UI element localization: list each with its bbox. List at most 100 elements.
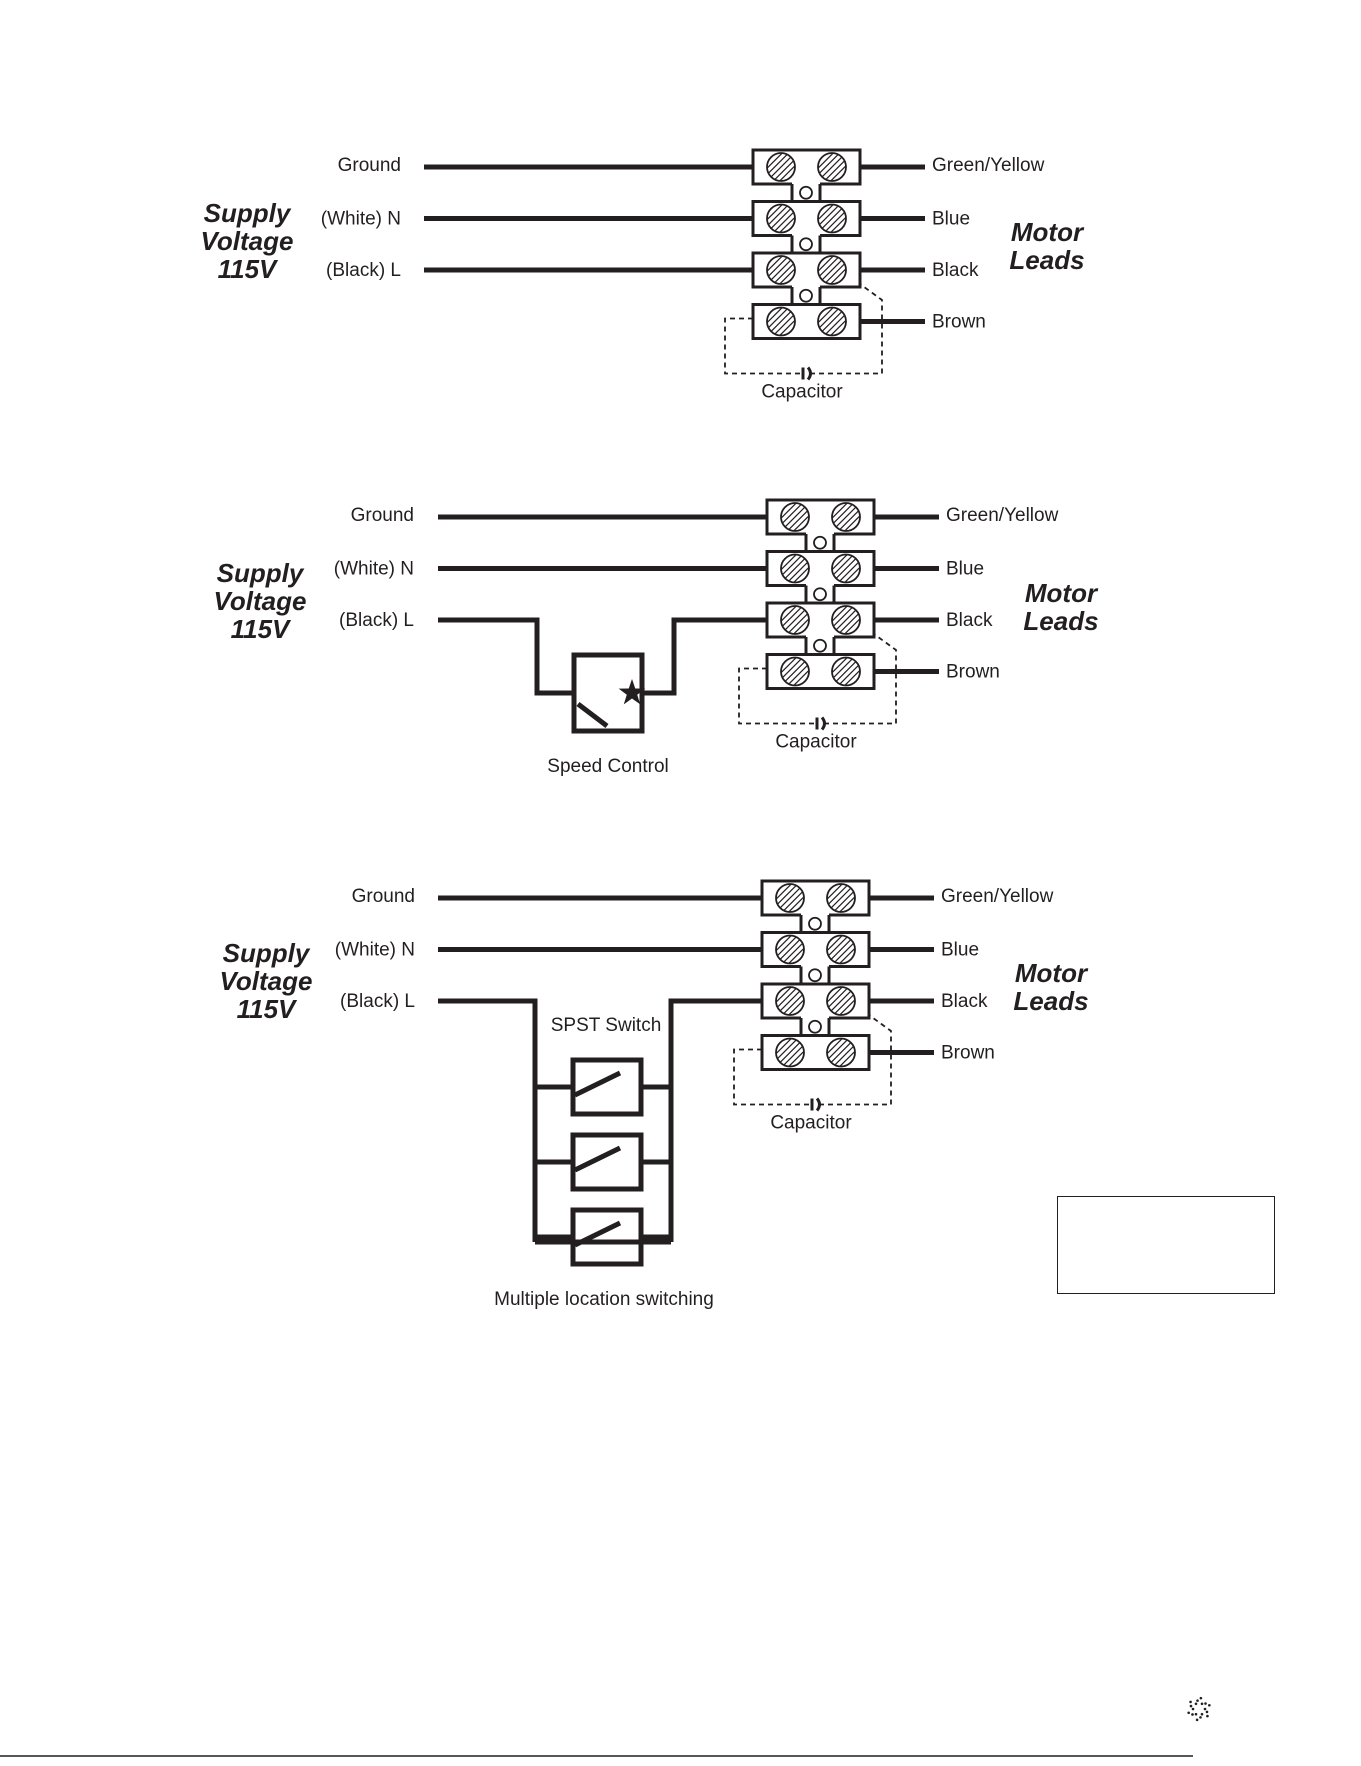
terminal-screw-left bbox=[775, 986, 805, 1016]
switch-lever bbox=[573, 1220, 622, 1248]
screw-hatch bbox=[780, 605, 797, 622]
switch-lever bbox=[573, 1070, 622, 1098]
motor-lead-label: Blue bbox=[946, 559, 984, 580]
screw-hatch bbox=[830, 990, 852, 1012]
terminal-screw-right bbox=[817, 255, 847, 285]
spst-switch bbox=[570, 1057, 644, 1117]
terminal-screw-left bbox=[780, 605, 810, 635]
logo-mark-icon bbox=[1199, 1716, 1202, 1719]
motor-leads-label: Motor bbox=[1011, 217, 1085, 247]
screw-hatch bbox=[779, 216, 796, 233]
screw-hatch bbox=[831, 554, 848, 571]
screw-hatch bbox=[825, 160, 845, 180]
screw-hatch bbox=[777, 988, 797, 1008]
spst-switch-label: SPST Switch bbox=[551, 1015, 662, 1036]
screw-hatch bbox=[775, 883, 792, 900]
screw-hatch bbox=[782, 607, 802, 627]
terminal-screw-right bbox=[831, 605, 861, 635]
spst-switch bbox=[570, 1132, 644, 1192]
supply-voltage-label: 115V bbox=[231, 614, 292, 644]
terminal-screw-left bbox=[775, 1037, 805, 1068]
terminal-hole bbox=[813, 638, 827, 653]
screw-hatch bbox=[817, 152, 834, 169]
screw-hatch bbox=[826, 1038, 843, 1055]
screw-hatch bbox=[788, 947, 805, 964]
screw-hatch bbox=[821, 156, 843, 178]
supply-voltage-label: 115V bbox=[237, 994, 298, 1024]
terminal-hole bbox=[813, 535, 827, 550]
terminal-screw-right bbox=[826, 1037, 856, 1068]
screw-hatch bbox=[839, 613, 859, 633]
screw-hatch bbox=[834, 942, 854, 963]
screw-hatch bbox=[828, 936, 848, 957]
terminal-screw-right bbox=[826, 934, 856, 965]
screw-hatch bbox=[834, 891, 854, 911]
screw-hatch bbox=[768, 308, 788, 329]
screw-hatch bbox=[826, 986, 843, 1003]
terminal-block bbox=[751, 148, 862, 340]
logo-mark-icon bbox=[1191, 1707, 1195, 1711]
terminal-screw-right bbox=[831, 656, 861, 687]
screw-hatch bbox=[839, 947, 856, 964]
screw-hatch bbox=[766, 307, 783, 324]
motor-lead-label: Green/Yellow bbox=[946, 505, 1059, 526]
terminal-screw-right bbox=[831, 502, 861, 532]
screw-hatch bbox=[779, 1042, 801, 1063]
screw-hatch bbox=[779, 319, 796, 336]
screw-hatch bbox=[821, 259, 843, 281]
logo-mark-icon bbox=[1204, 1702, 1207, 1705]
screw-hatch bbox=[821, 208, 843, 229]
screw-hatch bbox=[839, 999, 856, 1016]
screw-hatch bbox=[775, 935, 792, 952]
supply-voltage-label: Voltage bbox=[220, 966, 313, 996]
motor-leads-label: Motor bbox=[1015, 958, 1089, 988]
screw-hatch bbox=[793, 515, 810, 532]
input-label: Ground bbox=[338, 155, 401, 176]
screw-hatch bbox=[775, 986, 792, 1003]
logo-mark-icon bbox=[1205, 1710, 1209, 1714]
screw-hatch bbox=[828, 885, 848, 905]
terminal-hole bbox=[799, 185, 813, 200]
screw-hatch bbox=[775, 1038, 792, 1055]
logo-mark-icon bbox=[1189, 1704, 1193, 1708]
capacitor-lead-left bbox=[733, 1048, 812, 1106]
screw-hatch bbox=[830, 268, 847, 285]
screw-hatch bbox=[793, 669, 810, 686]
capacitor-lead-right bbox=[819, 1014, 892, 1106]
screw-hatch bbox=[828, 988, 848, 1008]
screw-hatch bbox=[788, 510, 808, 530]
screw-hatch bbox=[770, 259, 792, 281]
logo-mark-icon bbox=[1191, 1713, 1194, 1716]
screw-hatch bbox=[830, 165, 847, 182]
screw-hatch bbox=[819, 154, 839, 174]
screw-hatch bbox=[830, 939, 852, 960]
screw-hatch bbox=[835, 661, 857, 682]
diagram-multi-switch: Ground(White) N(Black) LSupplyVoltage115… bbox=[220, 879, 1089, 1310]
motor-lead-label: Brown bbox=[946, 662, 1000, 683]
terminal-screw-left bbox=[780, 502, 810, 532]
logo-mark-icon bbox=[1187, 1711, 1190, 1715]
line-wire-to-switches bbox=[438, 998, 538, 1242]
screw-hatch bbox=[770, 156, 792, 178]
supply-voltage-label: 115V bbox=[218, 254, 279, 284]
motor-lead-label: Black bbox=[941, 991, 988, 1012]
screw-hatch bbox=[770, 311, 792, 332]
supply-voltage-label: Supply bbox=[217, 558, 305, 588]
terminal-screw-left bbox=[780, 656, 810, 687]
terminal-screw-left bbox=[775, 934, 805, 965]
screw-hatch bbox=[770, 208, 792, 229]
screw-hatch bbox=[780, 502, 797, 519]
input-label: (Black) L bbox=[340, 991, 415, 1012]
terminal-hole bbox=[799, 288, 813, 303]
screw-hatch bbox=[830, 1042, 852, 1063]
footer bbox=[0, 1696, 1211, 1757]
input-label: (White) N bbox=[334, 559, 414, 580]
input-label: (Black) L bbox=[326, 260, 401, 281]
screw-hatch bbox=[825, 314, 845, 335]
terminal-block bbox=[760, 879, 871, 1071]
screw-hatch bbox=[817, 204, 834, 221]
capacitor-label: Capacitor bbox=[770, 1113, 852, 1134]
motor-leads-label: Leads bbox=[1009, 245, 1084, 275]
screw-hatch bbox=[779, 939, 801, 960]
